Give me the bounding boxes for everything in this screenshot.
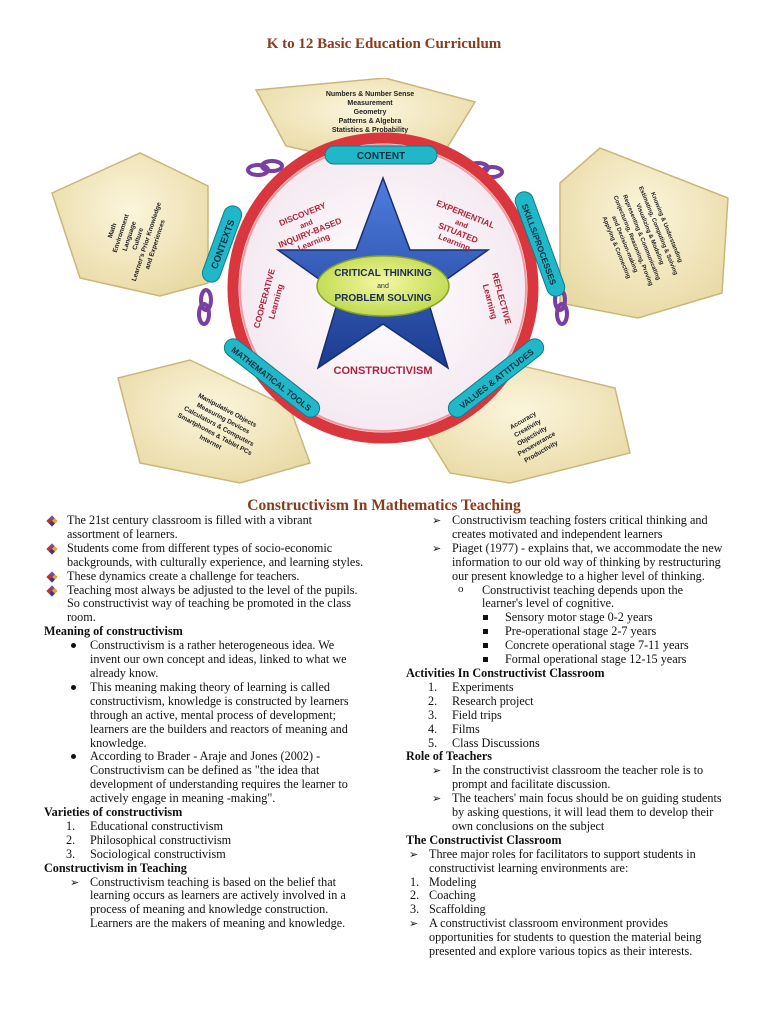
pentagon-contexts: Math Environment Language Culture Learne… xyxy=(51,152,209,297)
varieties-item: 3.Sociological constructivism xyxy=(66,846,226,861)
intro-bullet: Teaching most always be adjusted to the … xyxy=(44,583,366,626)
stage-item: Sensory motor stage 0-2 years xyxy=(406,610,726,625)
page-title: K to 12 Basic Education Curriculum xyxy=(266,36,502,52)
pentagon-content-line-2: Measurement xyxy=(347,100,393,107)
teacher-bullet: The teachers' main focus should be on gu… xyxy=(406,791,726,834)
teachers-heading: Role of Teachers xyxy=(406,749,492,764)
teaching-bullet: Constructivism teaching fosters critical… xyxy=(406,513,726,542)
intro-bullet: These dynamics create a challenge for te… xyxy=(44,569,366,584)
pentagon-content-line-4: Patterns & Algebra xyxy=(339,118,402,125)
svg-text:CONTENT: CONTENT xyxy=(357,151,405,162)
svg-text:PROBLEM SOLVING: PROBLEM SOLVING xyxy=(334,293,431,304)
piaget-subitem: Constructivist teaching depends upon the… xyxy=(406,583,726,612)
meaning-bullet: Constructivism is a rather heterogeneous… xyxy=(44,638,366,681)
pentagon-tools: Manipulative Objects Measuring Devices C… xyxy=(117,359,311,484)
activity-item: 3.Field trips xyxy=(428,707,502,722)
activity-item: 4.Films xyxy=(428,721,480,736)
stage-item: Formal operational stage 12-15 years xyxy=(406,652,726,667)
classroom-heading: The Constructivist Classroom xyxy=(406,832,562,847)
teaching-bullet: Constructivism teaching is based on the … xyxy=(44,875,366,932)
pentagon-content-line-3: Geometry xyxy=(354,109,387,116)
pentagon-content-line-5: Statistics & Probability xyxy=(332,127,408,134)
activity-item: 2.Research project xyxy=(428,693,534,708)
left-column: The 21st century classroom is filled wit… xyxy=(44,513,366,932)
label-constructivism: CONSTRUCTIVISM xyxy=(334,365,433,377)
role-item: 3.Scaffolding xyxy=(410,902,486,917)
pentagon-skills: Knowing & Understanding Estimating, Comp… xyxy=(559,147,729,319)
right-column: Constructivism teaching fosters critical… xyxy=(406,513,726,959)
classroom-bullet: A constructivist classroom environment p… xyxy=(406,916,726,959)
stage-item: Pre-operational stage 2-7 years xyxy=(406,624,726,639)
meaning-bullet: According to Brader - Araje and Jones (2… xyxy=(44,750,366,806)
section-title: Constructivism In Mathematics Teaching xyxy=(247,497,521,514)
center-label: CRITICAL THINKING and PROBLEM SOLVING xyxy=(316,255,450,317)
activities-heading: Activities In Constructivist Classroom xyxy=(406,665,605,680)
meaning-heading: Meaning of constructivism xyxy=(44,624,183,639)
pentagon-content-line-1: Numbers & Number Sense xyxy=(326,91,414,98)
curriculum-framework-diagram: Numbers & Number Sense Measurement Geome… xyxy=(51,78,729,484)
svg-text:and: and xyxy=(377,283,389,290)
role-item: 1.Modeling xyxy=(410,874,477,889)
intro-bullet: The 21st century classroom is filled wit… xyxy=(44,513,366,542)
meaning-bullet: This meaning making theory of learning i… xyxy=(44,680,366,751)
classroom-bullet: Three major roles for facilitators to su… xyxy=(406,847,726,876)
teacher-bullet: In the constructivist classroom the teac… xyxy=(406,763,726,792)
varieties-item: 1.Educational constructivism xyxy=(66,818,224,833)
teaching-heading: Constructivism in Teaching xyxy=(44,860,187,875)
varieties-item: 2.Philosophical constructivism xyxy=(66,832,232,847)
stage-item: Concrete operational stage 7-11 years xyxy=(406,638,726,653)
svg-text:CRITICAL THINKING: CRITICAL THINKING xyxy=(334,268,432,279)
ring-label-content: CONTENT xyxy=(324,145,438,165)
pentagon-contexts-line-1: Math xyxy=(107,222,118,239)
activity-item: 5.Class Discussions xyxy=(428,735,540,750)
activity-item: 1.Experiments xyxy=(428,679,514,694)
intro-bullet: Students come from different types of so… xyxy=(44,541,366,570)
role-item: 2.Coaching xyxy=(410,888,476,903)
varieties-heading: Varieties of constructivism xyxy=(44,805,183,820)
teaching-bullet: Piaget (1977) - explains that, we accomm… xyxy=(406,541,726,584)
